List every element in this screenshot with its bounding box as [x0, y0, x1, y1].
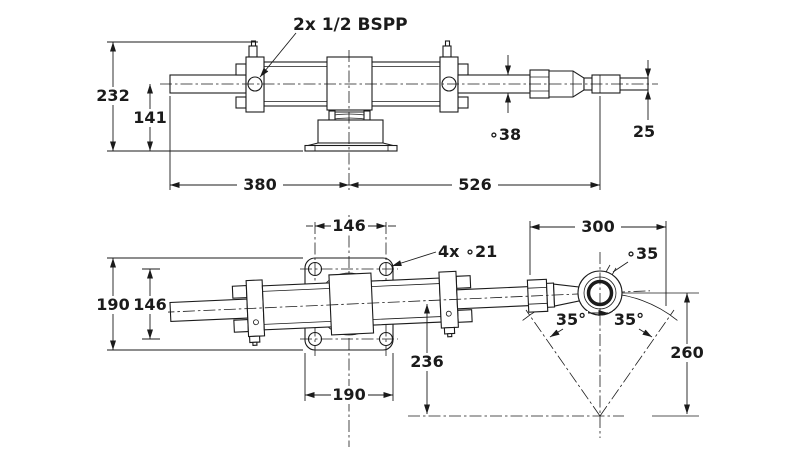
- dim-flange-width: 190: [305, 385, 393, 404]
- dim-front-length: 526: [349, 175, 600, 194]
- plan-cylinder-outline: [162, 270, 650, 346]
- dim-flange-height: 190: [95, 258, 131, 350]
- dim-axis-to-pivot-text: 236: [410, 352, 443, 371]
- ports-label: 2x 1/2 BSPP: [293, 15, 408, 35]
- dim-overall-height-text: 232: [96, 86, 129, 105]
- dim-rod-diameter: ∘38: [489, 55, 521, 144]
- dim-tip-diameter: 25: [633, 60, 655, 141]
- dim-eye-travel-text: 300: [581, 217, 614, 236]
- dim-hole-spacing-vertical-text: 146: [133, 295, 166, 314]
- dim-hole-spacing-vertical: 146: [132, 269, 168, 339]
- dim-swing-height: 260: [669, 293, 706, 414]
- dim-swing-angles: 35° 35°: [549, 310, 653, 338]
- dim-overall-height: 232: [95, 42, 131, 151]
- dim-tip-diameter-text: 25: [633, 122, 655, 141]
- holes-callout: 4x ∘21: [391, 242, 497, 267]
- rod-eye-callout: ∘35: [612, 244, 658, 273]
- holes-label: 4x ∘21: [438, 242, 497, 261]
- dim-swing-angle-left-text: 35°: [556, 310, 586, 329]
- plan-view: 190 146 146 190 30: [95, 215, 706, 447]
- dim-swing-height-text: 260: [670, 343, 703, 362]
- dim-axis-height: 141: [132, 84, 168, 151]
- dim-swing-angle-right-text: 35°: [614, 310, 644, 329]
- dim-rear-length: 380: [170, 175, 349, 194]
- rod-eye-label: ∘35: [626, 244, 658, 263]
- ports-callout: 2x 1/2 BSPP: [259, 15, 408, 78]
- dim-rod-diameter-text: ∘38: [489, 125, 521, 144]
- dim-eye-travel: 300: [530, 217, 666, 236]
- side-view-extension-lines: [107, 41, 601, 190]
- dim-hole-spacing-horizontal-text: 146: [332, 216, 365, 235]
- dim-axis-to-pivot: 236: [409, 304, 446, 414]
- side-view-cylinder-outline: [160, 40, 658, 152]
- plan-axis-centerline: [162, 290, 650, 313]
- dim-axis-height-text: 141: [133, 108, 166, 127]
- dim-flange-width-text: 190: [332, 385, 365, 404]
- dim-rear-length-text: 380: [243, 175, 276, 194]
- dim-flange-height-text: 190: [96, 295, 129, 314]
- dim-hole-spacing-horizontal: 146: [306, 216, 396, 235]
- side-view: 232 141 380 526 ∘38: [95, 15, 658, 194]
- dim-front-length-text: 526: [458, 175, 491, 194]
